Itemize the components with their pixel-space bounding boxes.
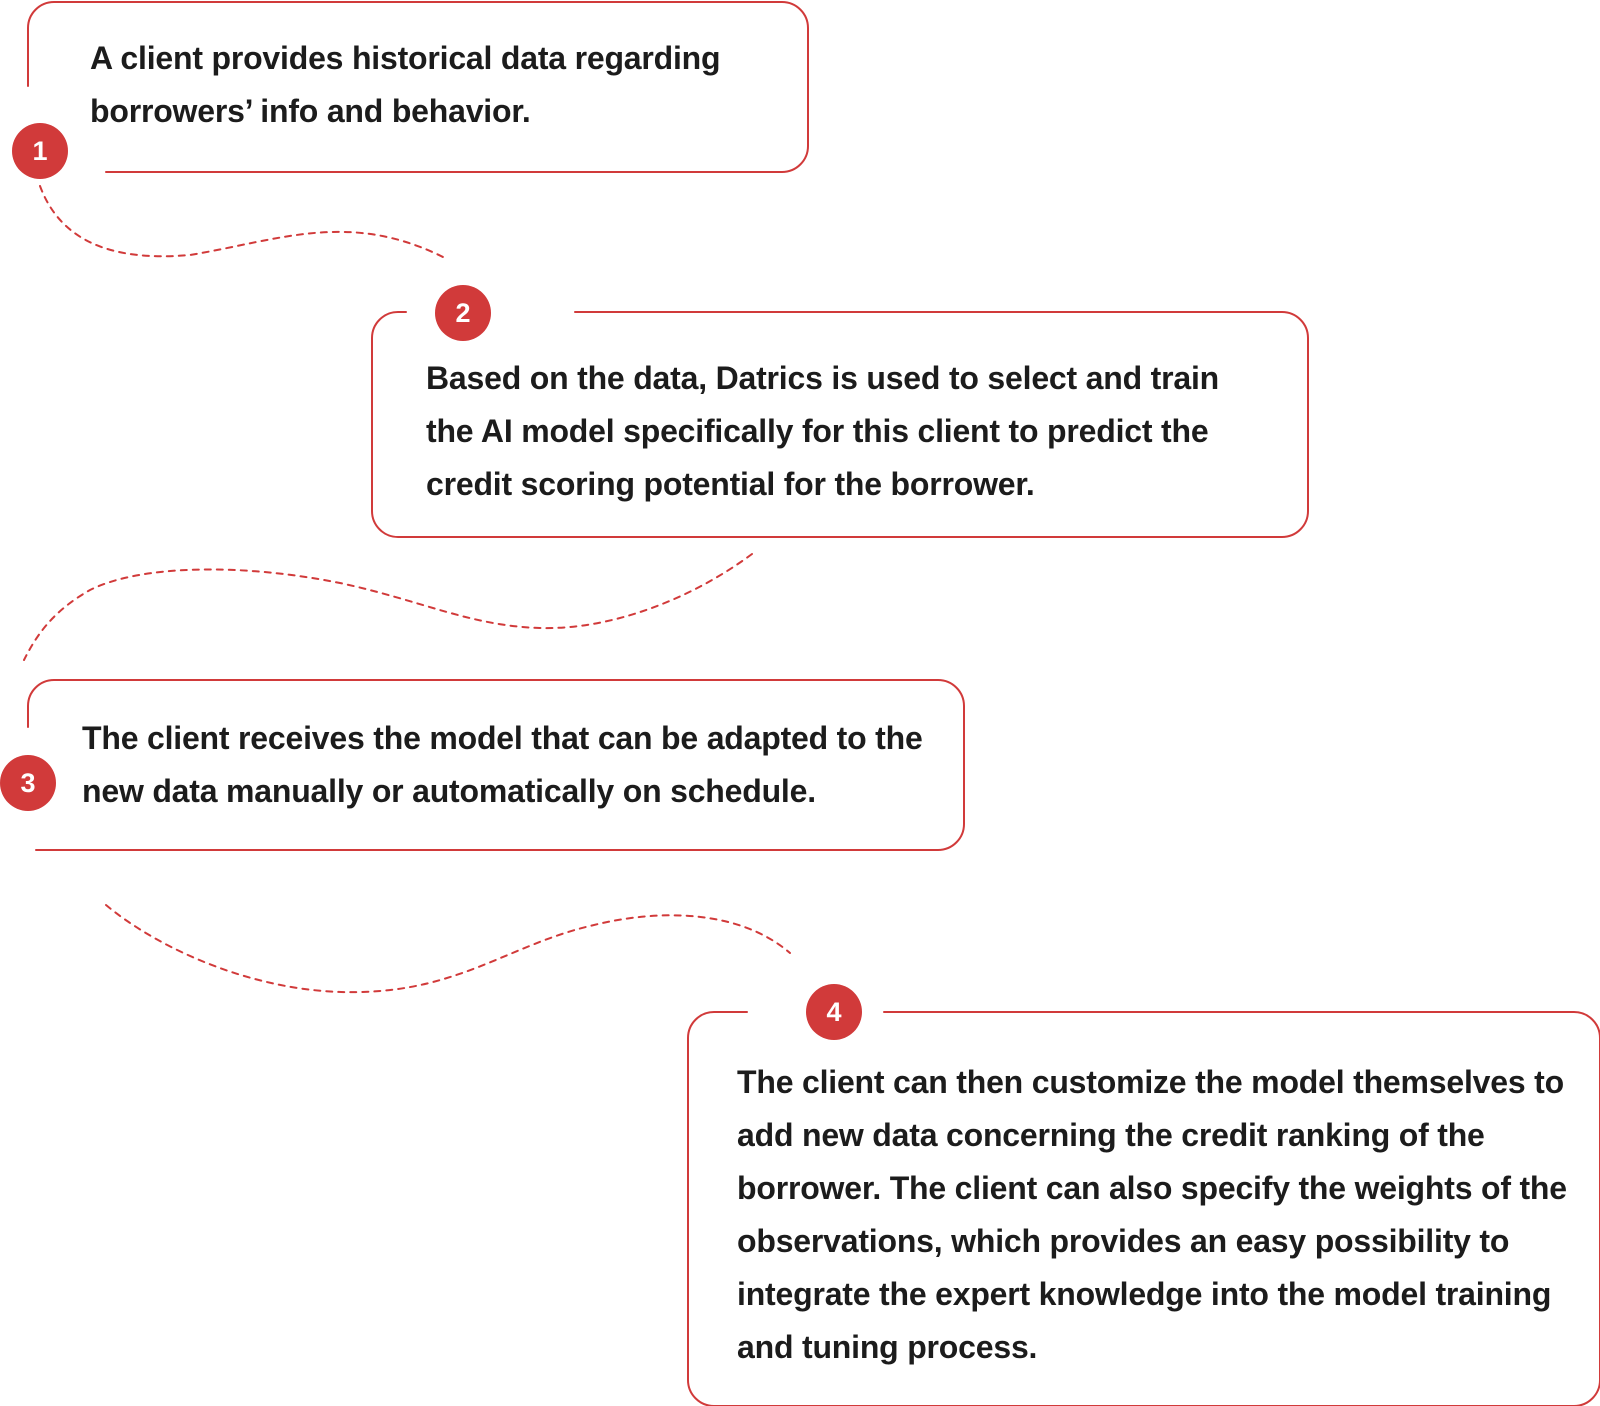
step-4-text: The client can then customize the model … [737,1064,1567,1365]
badge-step-3: 3 [0,755,56,811]
connector-1-to-2 [39,185,446,259]
step-1-text: A client provides historical data regard… [90,40,721,129]
badge-step-1: 1 [12,123,68,179]
connector-3-to-4 [105,904,791,994]
badge-step-2: 2 [435,285,491,341]
connector-2-to-3 [23,553,753,661]
step-3-text: The client receives the model that can b… [82,720,923,809]
step-2-text: Based on the data, Datrics is used to se… [426,360,1219,502]
badge-step-4: 4 [806,984,862,1040]
